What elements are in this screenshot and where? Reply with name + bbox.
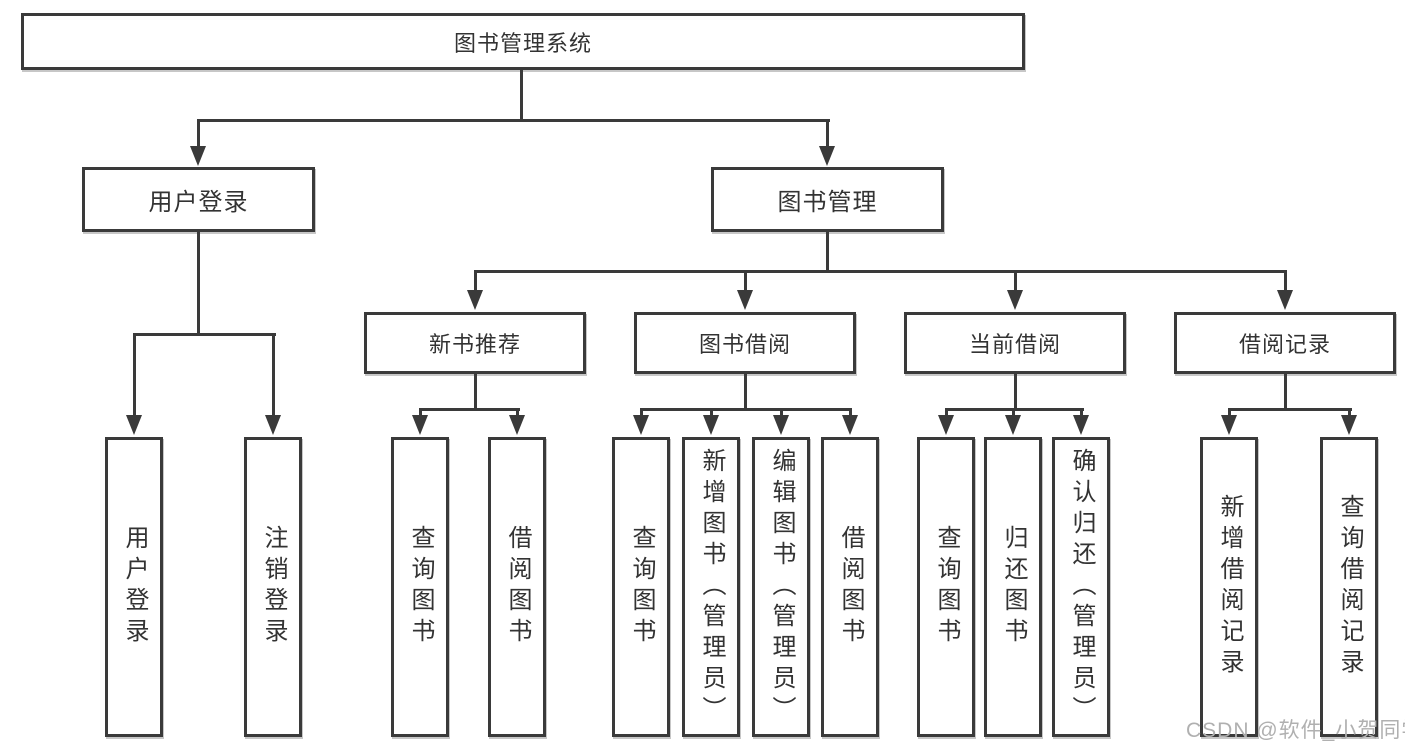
leaf-user-login-label: 用户登录 [121, 525, 148, 649]
watermark: CSDN @软件_小贺同学 [1186, 719, 1405, 742]
arrow-down-icon [737, 290, 753, 310]
leaf-query-books-recommend-label: 查询图书 [407, 525, 434, 649]
leaf-query-books-current-label: 查询图书 [933, 525, 960, 649]
leaf-edit-books-admin: 编辑图书（管理员） [752, 437, 810, 737]
arrow-stub [1348, 409, 1351, 418]
leaf-borrow-books-borrowing: 借阅图书 [821, 437, 879, 737]
arrow-down-icon [773, 415, 789, 435]
arrow-stub [1080, 409, 1083, 418]
leaf-query-borrow-record: 查询借阅记录 [1320, 437, 1378, 737]
connector-bookmgmt-drop [826, 232, 829, 273]
node-borrowing-records: 借阅记录 [1174, 312, 1396, 374]
arrow-stub [197, 120, 200, 148]
connector-root-drop [520, 68, 523, 122]
arrow-down-icon [842, 415, 858, 435]
node-book-management-label: 图书管理 [777, 189, 878, 216]
arrow-down-icon [1073, 415, 1089, 435]
arrow-down-icon [509, 415, 525, 435]
node-book-borrowing-label: 图书借阅 [698, 332, 791, 357]
arrow-stub [419, 409, 422, 418]
connector-current-drop [1014, 374, 1017, 411]
leaf-query-borrow-record-label: 查询借阅记录 [1336, 494, 1363, 680]
leaf-logout: 注销登录 [244, 437, 302, 737]
arrow-stub [849, 409, 852, 418]
leaf-return-books: 归还图书 [984, 437, 1042, 737]
arrow-stub [1012, 409, 1015, 418]
node-library-system: 图书管理系统 [21, 13, 1025, 70]
node-new-book-recommend: 新书推荐 [364, 312, 586, 374]
leaf-user-login: 用户登录 [105, 437, 163, 737]
connector-borrowing-rail [640, 408, 852, 411]
connector-userlogin-rail [133, 333, 276, 336]
leaf-add-borrow-record: 新增借阅记录 [1200, 437, 1258, 737]
connector-records-drop [1284, 374, 1287, 411]
leaf-add-books-admin: 新增图书（管理员） [682, 437, 740, 737]
arrow-down-icon [412, 415, 428, 435]
leaf-borrow-books-borrowing-label: 借阅图书 [837, 525, 864, 649]
node-user-login: 用户登录 [82, 167, 315, 232]
arrow-stub [133, 334, 136, 417]
arrow-stub [780, 409, 783, 418]
arrow-stub [640, 409, 643, 418]
arrow-stub [710, 409, 713, 418]
arrow-down-icon [633, 415, 649, 435]
arrow-down-icon [265, 415, 281, 435]
arrow-stub [516, 409, 519, 418]
arrow-down-icon [1341, 415, 1357, 435]
leaf-add-borrow-record-label: 新增借阅记录 [1216, 494, 1243, 680]
node-library-system-label: 图书管理系统 [453, 30, 592, 56]
node-user-login-label: 用户登录 [148, 189, 249, 216]
leaf-query-books-borrowing: 查询图书 [612, 437, 670, 737]
leaf-query-books-borrowing-label: 查询图书 [628, 525, 655, 649]
leaf-return-books-label: 归还图书 [1000, 525, 1027, 649]
leaf-logout-label: 注销登录 [260, 525, 287, 649]
arrow-stub [474, 271, 477, 292]
arrow-down-icon [126, 415, 142, 435]
leaf-edit-books-admin-label: 编辑图书（管理员） [768, 447, 795, 727]
arrow-stub [1284, 271, 1287, 292]
arrow-stub [1228, 409, 1231, 418]
leaf-query-books-current: 查询图书 [917, 437, 975, 737]
node-current-borrowing: 当前借阅 [904, 312, 1126, 374]
connector-level2-rail [197, 119, 830, 122]
arrow-down-icon [1221, 415, 1237, 435]
leaf-borrow-books-recommend: 借阅图书 [488, 437, 546, 737]
arrow-down-icon [703, 415, 719, 435]
connector-recommend-rail [419, 408, 520, 411]
arrow-down-icon [1277, 290, 1293, 310]
arrow-down-icon [190, 146, 206, 166]
connector-userlogin-drop [197, 232, 200, 336]
arrow-down-icon [938, 415, 954, 435]
node-borrowing-records-label: 借阅记录 [1238, 332, 1331, 357]
arrow-stub [1014, 271, 1017, 292]
node-book-borrowing: 图书借阅 [634, 312, 856, 374]
connector-recommend-drop [474, 374, 477, 411]
arrow-down-icon [1005, 415, 1021, 435]
arrow-down-icon [819, 146, 835, 166]
node-current-borrowing-label: 当前借阅 [968, 332, 1061, 357]
leaf-confirm-return-admin: 确认归还（管理员） [1052, 437, 1110, 737]
arrow-stub [744, 271, 747, 292]
connector-borrowing-drop [744, 374, 747, 411]
node-new-book-recommend-label: 新书推荐 [428, 332, 521, 357]
arrow-stub [945, 409, 948, 418]
node-book-management: 图书管理 [711, 167, 944, 232]
arrow-stub [826, 120, 829, 148]
leaf-add-books-admin-label: 新增图书（管理员） [698, 447, 725, 727]
leaf-confirm-return-admin-label: 确认归还（管理员） [1068, 447, 1095, 727]
arrow-down-icon [467, 290, 483, 310]
arrow-down-icon [1007, 290, 1023, 310]
connector-records-rail [1228, 408, 1352, 411]
arrow-stub [272, 334, 275, 417]
leaf-borrow-books-recommend-label: 借阅图书 [504, 525, 531, 649]
leaf-query-books-recommend: 查询图书 [391, 437, 449, 737]
connector-level3-rail [474, 270, 1287, 273]
